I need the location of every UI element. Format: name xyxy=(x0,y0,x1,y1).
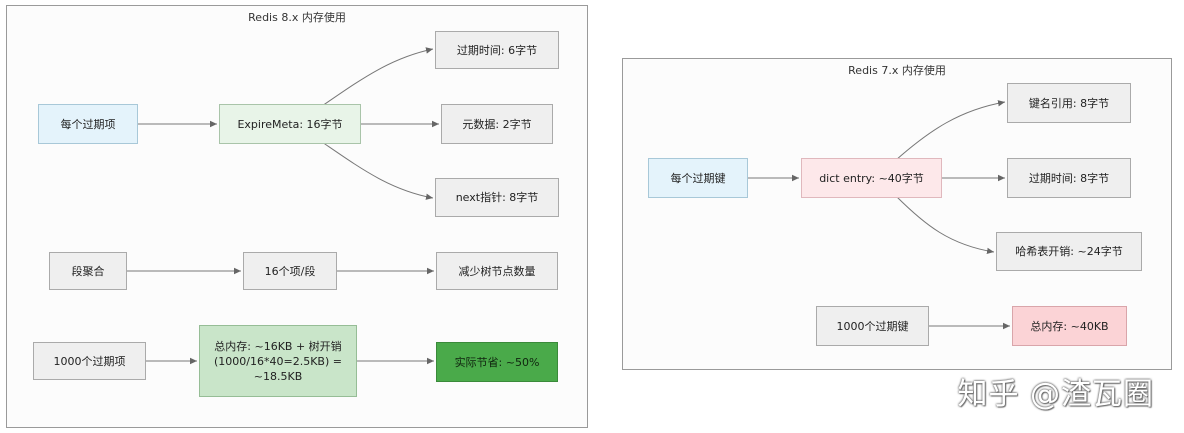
node-metadata-label: 元数据: 2字节 xyxy=(462,117,532,131)
node-expire-meta-label: ExpireMeta: 16字节 xyxy=(237,117,343,131)
node-key-ref-label: 键名引用: 8字节 xyxy=(1028,96,1110,110)
watermark: 知乎 @渣瓦圈 xyxy=(957,377,1154,412)
node-expire-meta: ExpireMeta: 16字节 xyxy=(219,104,361,144)
node-total-memory-8-line1: 总内存: ~16KB + 树开销 xyxy=(214,339,342,353)
node-expire-time-8-label: 过期时间: 6字节 xyxy=(456,43,538,57)
node-thousand-items: 1000个过期项 xyxy=(33,342,146,380)
node-hash-overhead-label: 哈希表开销: ~24字节 xyxy=(1015,245,1123,258)
node-next-ptr-label: next指针: 8字节 xyxy=(455,191,539,204)
node-next-ptr: next指针: 8字节 xyxy=(435,178,559,217)
node-per-item: 每个过期项 xyxy=(38,104,138,144)
node-dict-entry-label: dict entry: ~40字节 xyxy=(819,171,924,185)
redis8-panel-title: Redis 8.x 内存使用 xyxy=(248,11,346,24)
node-key-ref: 键名引用: 8字节 xyxy=(1007,83,1131,123)
node-expire-time-7-label: 过期时间: 8字节 xyxy=(1028,171,1110,185)
node-segment: 段聚合 xyxy=(49,252,127,290)
node-total-memory-8-line2: (1000/16*40=2.5KB) = xyxy=(214,354,342,368)
redis7-panel-title: Redis 7.x 内存使用 xyxy=(848,64,946,77)
node-total-memory-7: 总内存: ~40KB xyxy=(1012,306,1127,346)
node-per-item-label: 每个过期项 xyxy=(60,117,116,131)
edge-expire-meta-to-expire-time xyxy=(321,47,434,107)
node-hash-overhead: 哈希表开销: ~24字节 xyxy=(996,232,1142,271)
node-dict-entry: dict entry: ~40字节 xyxy=(801,158,942,198)
node-reduce-nodes-label: 减少树节点数量 xyxy=(458,264,536,278)
node-thousand-keys: 1000个过期键 xyxy=(816,306,929,346)
edge-dict-entry-to-hash-overhead xyxy=(895,195,995,255)
node-thousand-items-label: 1000个过期项 xyxy=(53,354,126,368)
node-segment-label: 段聚合 xyxy=(71,264,105,278)
node-expire-time-8: 过期时间: 6字节 xyxy=(435,31,559,69)
node-expire-time-7: 过期时间: 8字节 xyxy=(1007,158,1131,198)
node-items-per-segment: 16个项/段 xyxy=(243,252,337,290)
node-items-per-segment-label: 16个项/段 xyxy=(264,264,316,278)
node-total-memory-7-label: 总内存: ~40KB xyxy=(1030,319,1109,333)
node-saving: 实际节省: ~50% xyxy=(436,342,558,382)
node-per-key: 每个过期键 xyxy=(648,158,748,198)
node-per-key-label: 每个过期键 xyxy=(670,171,726,185)
node-thousand-keys-label: 1000个过期键 xyxy=(836,319,909,333)
node-total-memory-8-line3: ~18.5KB xyxy=(253,369,303,383)
node-metadata: 元数据: 2字节 xyxy=(441,104,553,144)
node-saving-label: 实际节省: ~50% xyxy=(454,355,540,369)
node-reduce-nodes: 减少树节点数量 xyxy=(436,252,558,290)
edge-dict-entry-to-key-ref xyxy=(895,100,1006,161)
node-total-memory-8: 总内存: ~16KB + 树开销 (1000/16*40=2.5KB) = ~1… xyxy=(199,325,357,397)
edge-expire-meta-to-next-ptr xyxy=(321,141,434,200)
